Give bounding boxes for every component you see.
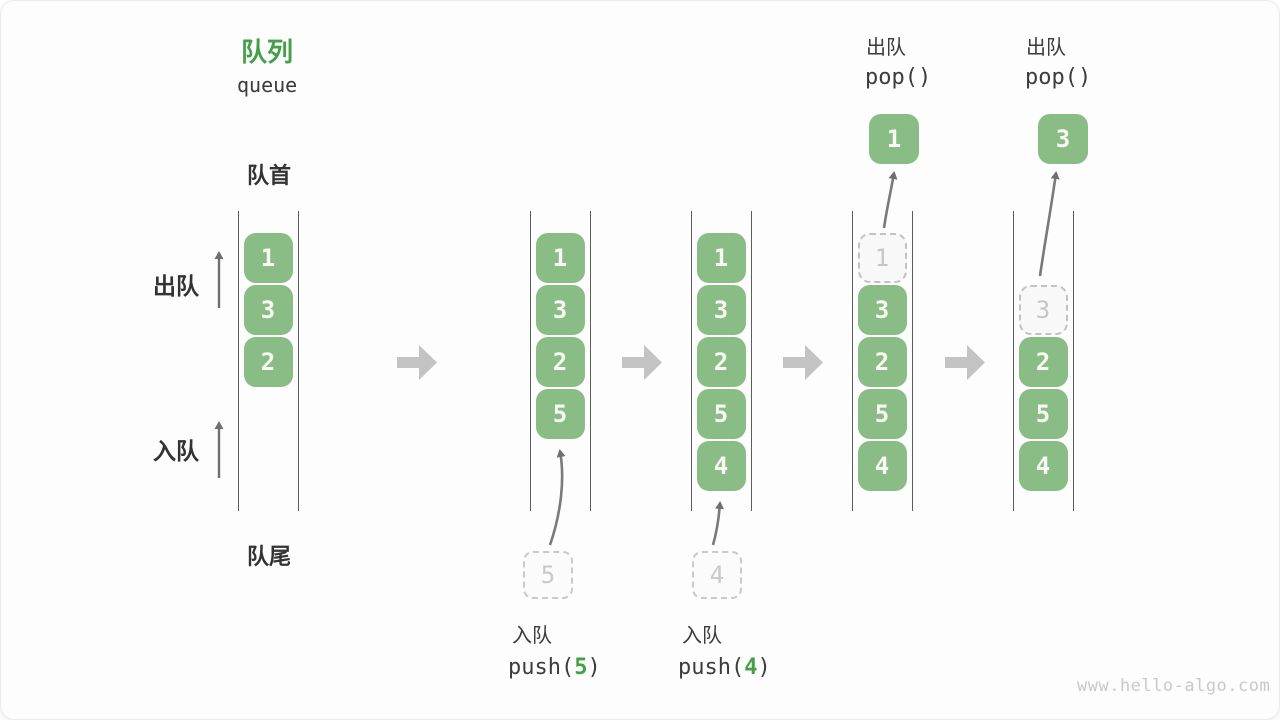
staging-cell: 5 [523,551,573,599]
queue-cell: 5 [535,389,585,439]
queue-cell: 1 [696,233,746,283]
push4-arg: 4 [744,655,758,680]
pop2-label: 出队 [1026,37,1066,59]
push4-fn: push( [678,655,745,680]
push4-code: push(4) [678,655,771,680]
queue-column-4: 1 3 2 5 4 [852,211,913,511]
state-transition-arrow-icon [622,345,662,380]
push5-fn: push( [508,655,575,680]
state-transition-arrow-icon [945,345,985,380]
enqueue-side-label: 入队 [153,438,199,464]
queue-column-3: 1 3 2 5 4 [691,211,752,511]
queue-rear-label: 队尾 [247,544,292,569]
queue-cell: 5 [857,389,907,439]
queue-cell: 2 [1018,337,1068,387]
queue-cell: 2 [243,337,293,387]
pop1-code: pop() [865,65,932,90]
popped-cell: 3 [1038,114,1088,164]
queue-cell: 1 [535,233,585,283]
state-transition-arrow-icon [783,345,823,380]
queue-cell: 2 [857,337,907,387]
pop1-label: 出队 [866,37,906,59]
pop2-code: pop() [1025,65,1092,90]
state-transition-arrow-icon [397,345,437,380]
queue-column-5: 3 2 5 4 [1013,211,1074,511]
queue-cell: 4 [1018,441,1068,491]
queue-cell: 1 [243,233,293,283]
queue-front-label: 队首 [247,163,292,188]
queue-column-1: 1 3 2 [238,211,299,511]
staging-cell: 4 [692,551,742,599]
diagram-title-zh: 队列 [241,37,294,67]
queue-cell: 4 [857,441,907,491]
push4-label: 入队 [682,625,722,647]
queue-cell: 5 [1018,389,1068,439]
queue-cell: 4 [696,441,746,491]
push5-label: 入队 [512,625,552,647]
push5-code: push(5) [508,655,601,680]
popped-cell: 1 [869,114,919,164]
queue-cell: 2 [696,337,746,387]
queue-cell: 3 [696,285,746,335]
queue-cell: 2 [535,337,585,387]
watermark: www.hello-algo.com [1077,676,1271,696]
queue-cell: 3 [535,285,585,335]
ghost-cell: 1 [857,233,907,283]
push5-arg: 5 [574,655,588,680]
push5-close: ) [587,655,601,680]
queue-cell: 5 [696,389,746,439]
queue-cell: 3 [243,285,293,335]
diagram-title-en: queue [237,73,298,97]
queue-cell: 3 [857,285,907,335]
dequeue-side-label: 出队 [153,273,199,299]
ghost-cell: 3 [1018,285,1068,335]
queue-column-2: 1 3 2 5 [530,211,591,511]
push4-close: ) [757,655,771,680]
